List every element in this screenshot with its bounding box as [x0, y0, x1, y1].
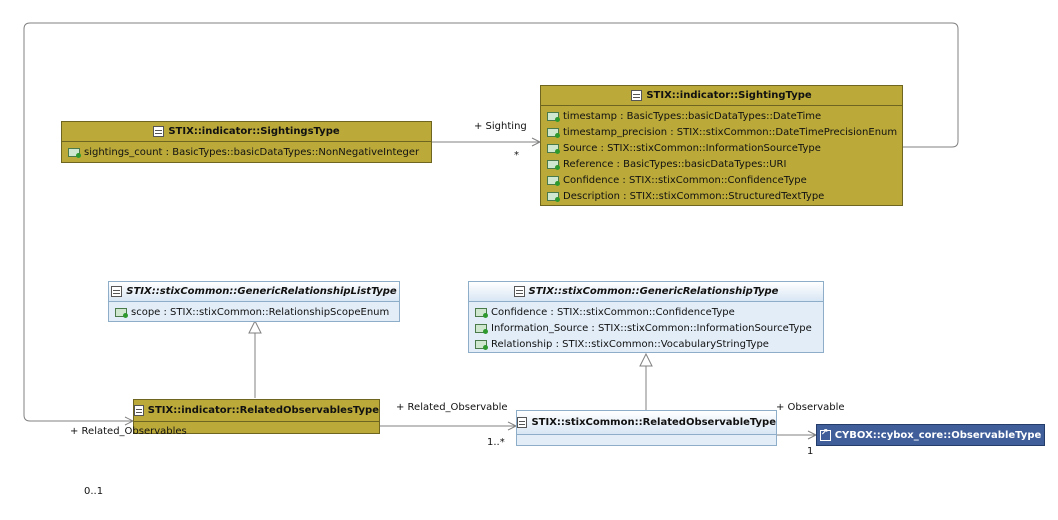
role-label-related-observables: + Related_Observables: [70, 426, 187, 437]
class-icon: [517, 417, 528, 428]
class-sightings-type[interactable]: STIX::indicator::SightingsType sightings…: [61, 121, 432, 163]
attribute-icon: [475, 323, 488, 334]
class-icon: [631, 90, 643, 101]
attribute-icon: [547, 127, 560, 138]
class-name: STIX::stixCommon::GenericRelationshipLis…: [126, 286, 397, 297]
class-related-observables-type[interactable]: STIX::indicator::RelatedObservablesType: [133, 399, 380, 434]
attribute-row[interactable]: sightings_count : BasicTypes::basicDataT…: [68, 144, 427, 160]
class-name: STIX::indicator::RelatedObservablesType: [147, 405, 379, 416]
class-icon: [513, 286, 525, 297]
multiplicity-label-sighting: *: [514, 150, 519, 161]
multiplicity-label-observable: 1: [807, 446, 814, 457]
class-icon: [134, 405, 144, 416]
attribute-row[interactable]: scope : STIX::stixCommon::RelationshipSc…: [115, 304, 395, 320]
attribute-icon: [547, 175, 560, 186]
attribute-icon: [475, 339, 488, 350]
attribute-row[interactable]: Relationship : STIX::stixCommon::Vocabul…: [475, 336, 819, 352]
attribute-icon: [547, 111, 560, 122]
attribute-row[interactable]: Information_Source : STIX::stixCommon::I…: [475, 320, 819, 336]
class-sighting-type[interactable]: STIX::indicator::SightingType timestamp …: [540, 85, 903, 206]
multiplicity-label-related-observable: 1..*: [487, 437, 505, 448]
role-label-sighting: + Sighting: [474, 121, 527, 132]
attribute-row[interactable]: Confidence : STIX::stixCommon::Confidenc…: [475, 304, 819, 320]
role-label-related-observable: + Related_Observable: [396, 402, 508, 413]
role-label-observable: + Observable: [776, 402, 845, 413]
class-name: STIX::stixCommon::RelatedObservableType: [531, 417, 776, 428]
external-class-icon: [819, 428, 831, 441]
attribute-row[interactable]: timestamp_precision : STIX::stixCommon::…: [547, 124, 898, 140]
attribute-icon: [475, 307, 488, 318]
class-observable-type[interactable]: CYBOX::cybox_core::ObservableType: [816, 424, 1045, 446]
multiplicity-label-related-observables: 0..1: [84, 486, 104, 497]
class-name: STIX::indicator::SightingType: [646, 90, 812, 101]
attribute-row[interactable]: Confidence : STIX::stixCommon::Confidenc…: [547, 172, 898, 188]
class-name: CYBOX::cybox_core::ObservableType: [834, 429, 1042, 441]
class-icon: [153, 126, 165, 137]
class-icon: [111, 286, 123, 297]
generalization-arrowhead-list: [248, 319, 262, 334]
attribute-icon: [547, 191, 560, 202]
attribute-icon: [68, 147, 81, 158]
class-name: STIX::stixCommon::GenericRelationshipTyp…: [528, 286, 779, 297]
class-generic-relationship-list-type[interactable]: STIX::stixCommon::GenericRelationshipLis…: [108, 281, 400, 322]
related-observables-association-line: [23, 22, 959, 422]
attribute-row[interactable]: Source : STIX::stixCommon::InformationSo…: [547, 140, 898, 156]
generalization-arrowhead-relationship: [639, 352, 653, 367]
class-generic-relationship-type[interactable]: STIX::stixCommon::GenericRelationshipTyp…: [468, 281, 824, 353]
attribute-icon: [547, 159, 560, 170]
attribute-icon: [547, 143, 560, 154]
attribute-icon: [115, 307, 128, 318]
attribute-row[interactable]: Description : STIX::stixCommon::Structur…: [547, 188, 898, 204]
class-name: STIX::indicator::SightingsType: [168, 126, 340, 137]
class-related-observable-type[interactable]: STIX::stixCommon::RelatedObservableType: [516, 410, 777, 446]
attribute-row[interactable]: Reference : BasicTypes::basicDataTypes::…: [547, 156, 898, 172]
attribute-row[interactable]: timestamp : BasicTypes::basicDataTypes::…: [547, 108, 898, 124]
